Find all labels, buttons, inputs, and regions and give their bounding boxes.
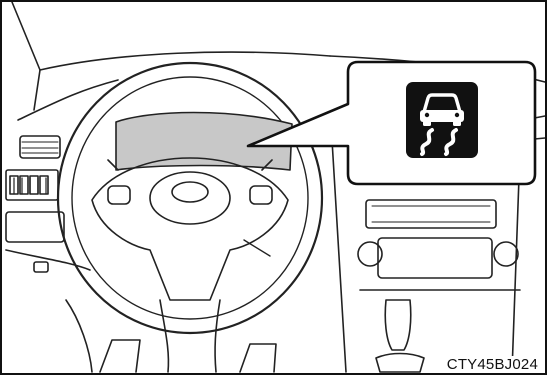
figure-code: CTY45BJ024	[446, 356, 539, 373]
